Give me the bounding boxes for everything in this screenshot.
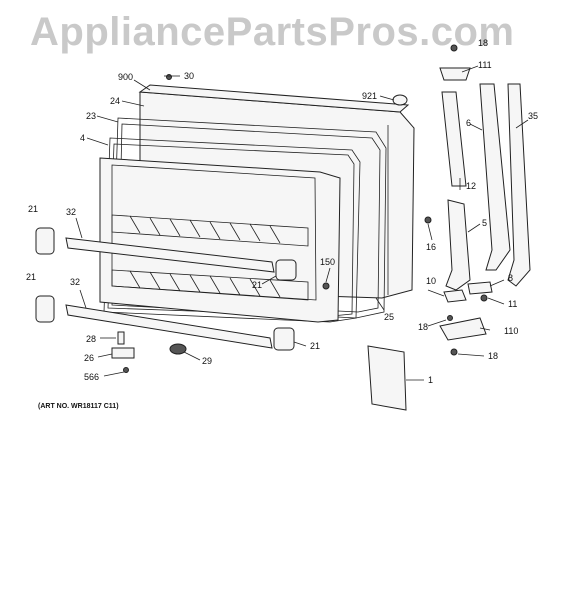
callout-21-upper-right: 21 [252,280,262,290]
part-150 [322,282,330,290]
callout-18-bottom: 18 [488,351,498,361]
callout-6: 6 [466,118,471,128]
callout-921: 921 [362,91,377,101]
watermark-text: AppliancePartsPros.com [30,10,515,54]
callout-23: 23 [86,111,96,121]
callout-24: 24 [110,96,120,106]
screw-18-top [450,44,458,52]
callout-566: 566 [84,372,99,382]
callout-21-lower-left: 21 [26,272,36,282]
callout-21-upper-left: 21 [28,204,38,214]
part-5 [445,199,471,291]
handle-6 [479,83,511,271]
callout-900: 900 [118,72,133,82]
callout-11: 11 [508,299,517,309]
callout-111: 111 [478,60,492,70]
plug-29 [169,343,187,355]
callout-32-upper: 32 [66,207,76,217]
callout-18-mid: 18 [418,322,428,332]
hinge-110 [439,317,487,341]
art-number-reference: (ART NO. WR18117 C11) [38,403,119,410]
callout-25: 25 [384,312,394,322]
callout-18-top: 18 [478,38,488,48]
part-921 [392,94,408,106]
shelf-bar-lower [65,304,273,349]
screw-30 [166,74,172,80]
end-cap-upper-right [275,259,297,281]
handle-35 [507,83,531,287]
door-liner [99,157,341,323]
callout-4: 4 [80,133,85,143]
screw-18-mid [447,315,453,321]
callouts: 18 111 900 30 921 24 23 6 35 4 12 21 32 … [26,38,538,385]
callout-28: 28 [86,334,96,344]
part-26 [111,347,135,359]
shelf-ribs [129,215,281,298]
screw-18-bottom [450,348,458,356]
callout-12: 12 [466,181,476,191]
callout-29: 29 [202,356,212,366]
part-12 [441,91,467,187]
callout-16: 16 [426,242,436,252]
callout-10: 10 [426,276,436,286]
callout-1: 1 [428,375,433,385]
screw-11 [480,294,488,302]
manual-1 [367,345,407,411]
shelf-bar-upper [65,237,275,273]
callout-30: 30 [184,71,194,81]
hinge-111 [439,67,471,81]
callout-35: 35 [528,111,538,121]
callout-150: 150 [320,257,335,267]
callout-8: 8 [508,273,513,283]
screw-566 [123,367,129,373]
callout-26: 26 [84,353,94,363]
screw-16 [424,216,432,224]
callout-5: 5 [482,218,487,228]
callout-110: 110 [504,326,518,336]
part-28 [117,331,125,345]
part-10 [443,289,467,303]
callout-32-lower: 32 [70,277,80,287]
callout-21-lower-right: 21 [310,341,320,351]
end-cap-upper-left [35,227,55,255]
end-cap-lower-right [273,327,295,351]
leader-lines [75,65,529,381]
end-cap-lower-left [35,295,55,323]
part-8 [467,281,493,295]
